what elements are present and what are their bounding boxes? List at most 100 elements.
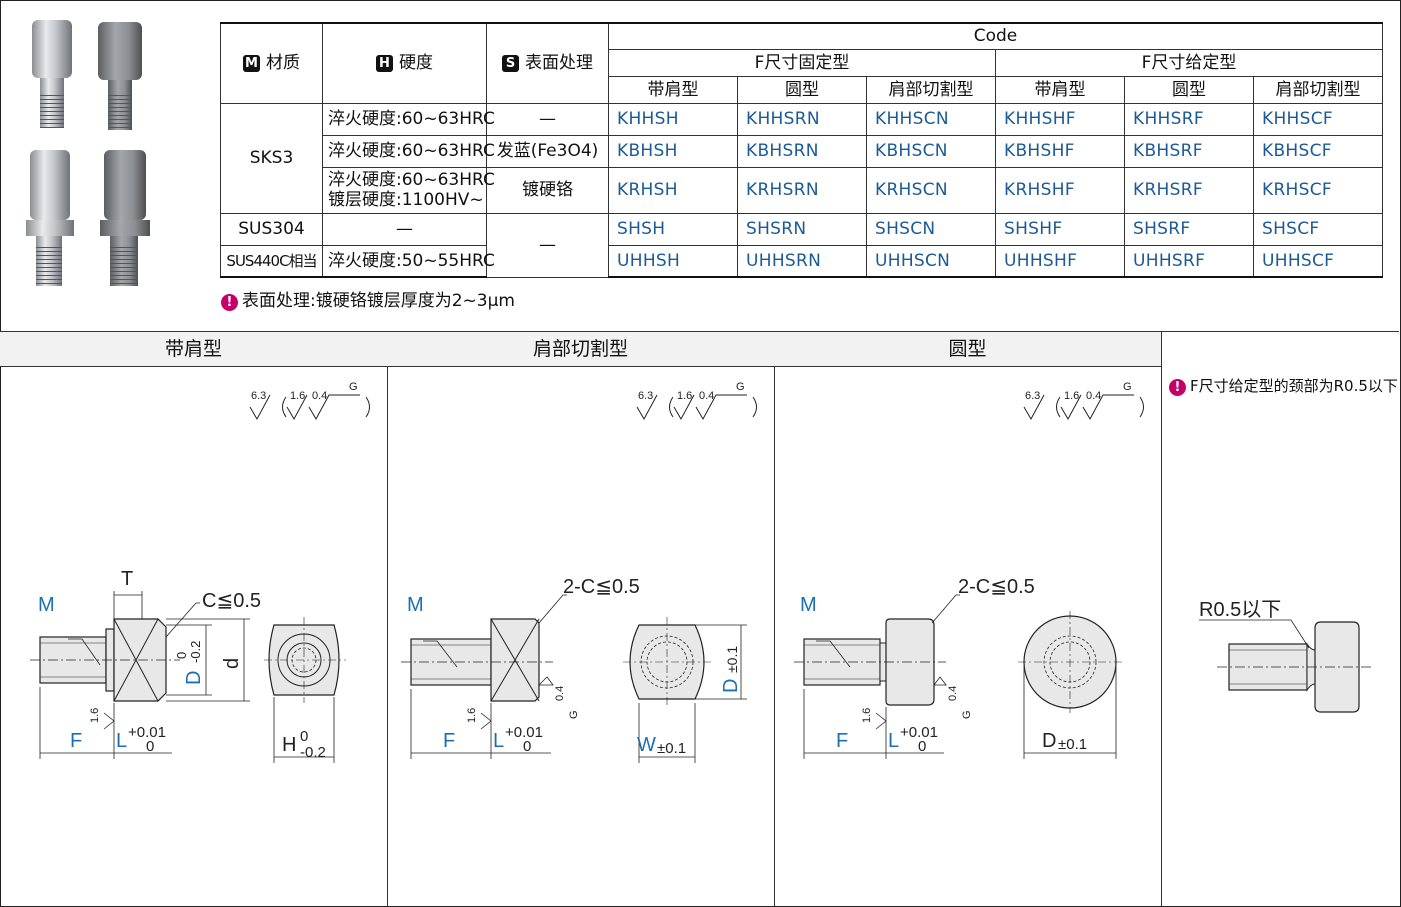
code-cell[interactable]: KHHSRN bbox=[737, 102, 867, 136]
panel-title: 圆型 bbox=[774, 332, 1161, 367]
header-type-cut: 肩部切割型 bbox=[866, 75, 996, 104]
code-cell[interactable]: UHHSRN bbox=[737, 244, 867, 278]
g-label: G bbox=[1123, 381, 1132, 393]
panel-shoulder: 带肩型 6.3 1.6 0.4 G bbox=[0, 331, 388, 906]
hardness-cell: 淬火硬度:60~63HRC bbox=[322, 102, 495, 136]
tol-plus: +0.01 bbox=[900, 724, 938, 741]
tol-zero: 0 bbox=[300, 728, 308, 745]
surface-badge-icon: S bbox=[502, 55, 519, 73]
warning-icon: ! bbox=[221, 294, 238, 311]
l-label: L bbox=[888, 730, 899, 752]
panel-neck: !F尺寸给定型的颈部为R0.5以下 R0.5以下 bbox=[1161, 331, 1399, 906]
hardness-cell: 淬火硬度:60~63HRC bbox=[322, 134, 495, 168]
treatment-cell: — bbox=[486, 102, 609, 136]
code-cell[interactable]: KBHSH bbox=[608, 134, 738, 168]
table-row: SKS3 淬火硬度:60~63HRC — KHHSH KHHSRN KHHSCN… bbox=[220, 102, 1383, 214]
code-cell[interactable]: UHHSHF bbox=[995, 244, 1125, 278]
roughness-6-3: 6.3 bbox=[1025, 390, 1040, 402]
code-cell[interactable]: KBHSRN bbox=[737, 134, 867, 168]
code-cell[interactable]: SHSRF bbox=[1124, 212, 1254, 246]
l-label: L bbox=[493, 730, 504, 752]
roughness-1-6: 1.6 bbox=[466, 708, 478, 723]
pin-photo-1 bbox=[32, 20, 72, 128]
neck-note: !F尺寸给定型的颈部为R0.5以下 bbox=[1169, 375, 1398, 396]
code-cell[interactable]: KRHSH bbox=[608, 166, 738, 214]
roughness-6-3: 6.3 bbox=[638, 390, 653, 402]
code-cell[interactable]: KRHSRN bbox=[737, 166, 867, 214]
code-cell[interactable]: KBHSHF bbox=[995, 134, 1125, 168]
table-row: 淬火硬度:60~63HRC 发蓝(Fe3O4) KBHSH KBHSRN KBH… bbox=[221, 134, 1383, 168]
roughness-0-4: 0.4 bbox=[947, 686, 959, 701]
d-upper-label: D bbox=[720, 679, 742, 693]
code-cell[interactable]: KHHSHF bbox=[995, 102, 1125, 136]
header-type-round: 圆型 bbox=[737, 75, 867, 104]
material-badge-icon: M bbox=[243, 55, 260, 73]
code-cell[interactable]: KRHSCF bbox=[1253, 166, 1383, 214]
g-label: G bbox=[961, 710, 973, 719]
pin-photo-4 bbox=[100, 150, 150, 286]
m-label: M bbox=[407, 594, 424, 616]
roughness-1-6: 1.6 bbox=[677, 390, 692, 402]
code-cell[interactable]: KHHSCF bbox=[1253, 102, 1383, 136]
code-cell[interactable]: SHSHF bbox=[995, 212, 1125, 246]
tol-minus: -0.2 bbox=[188, 641, 203, 663]
product-photo bbox=[26, 20, 150, 286]
table-row: SUS304 — — SHSH SHSRN SHSCN SHSHF SHSRF … bbox=[220, 212, 1383, 278]
code-cell[interactable]: UHHSCN bbox=[866, 244, 996, 278]
tol-minus: -0.2 bbox=[300, 744, 326, 761]
code-cell[interactable]: KRHSCN bbox=[866, 166, 996, 214]
warning-icon: ! bbox=[1169, 379, 1186, 396]
cut-pin-side bbox=[401, 618, 553, 702]
pin-photo-2 bbox=[98, 22, 142, 130]
code-cell[interactable]: UHHSH bbox=[608, 244, 738, 278]
code-cell[interactable]: SHSCN bbox=[866, 212, 996, 246]
code-cell[interactable]: UHHSRF bbox=[1124, 244, 1254, 278]
roughness-0-4: 0.4 bbox=[312, 390, 327, 402]
g-label: G bbox=[736, 381, 745, 393]
code-cell[interactable]: SHSH bbox=[608, 212, 738, 246]
code-cell[interactable]: UHHSCF bbox=[1253, 244, 1383, 278]
code-cell[interactable]: SHSCF bbox=[1253, 212, 1383, 246]
f-label: F bbox=[836, 730, 848, 752]
chamfer-label: 2-C≦0.5 bbox=[958, 576, 1035, 598]
round-pin-side bbox=[794, 618, 946, 706]
panel-title: 肩部切割型 bbox=[387, 332, 774, 367]
code-cell[interactable]: KBHSCN bbox=[866, 134, 996, 168]
tol-pm: ±0.1 bbox=[657, 740, 686, 757]
roughness-1-6: 1.6 bbox=[1064, 390, 1079, 402]
d-upper-label: D bbox=[183, 671, 205, 685]
material-cell: SUS440C相当 bbox=[220, 244, 323, 278]
header-type-shoulder: 带肩型 bbox=[608, 75, 738, 104]
code-cell[interactable]: KBHSRF bbox=[1124, 134, 1254, 168]
code-cell[interactable]: KHHSRF bbox=[1124, 102, 1254, 136]
m-label: M bbox=[800, 594, 817, 616]
tol-zero: 0 bbox=[174, 652, 189, 659]
panel-cut: 肩部切割型 6.3 1.6 0.4 G bbox=[387, 331, 775, 906]
hardness-cell: 淬火硬度:50~55HRC bbox=[322, 244, 495, 278]
l-label: L bbox=[116, 730, 127, 752]
t-label: T bbox=[121, 568, 133, 590]
code-cell[interactable]: SHSRN bbox=[737, 212, 867, 246]
hardness-cell: — bbox=[322, 212, 487, 246]
code-cell[interactable]: KRHSHF bbox=[995, 166, 1125, 214]
roughness-0-4: 0.4 bbox=[554, 686, 566, 701]
code-cell[interactable]: KBHSCF bbox=[1253, 134, 1383, 168]
code-cell[interactable]: KRHSRF bbox=[1124, 166, 1254, 214]
shoulder-drawing: 6.3 1.6 0.4 G bbox=[30, 381, 370, 763]
panel-round: 圆型 6.3 1.6 0.4 G bbox=[774, 331, 1162, 906]
code-cell[interactable]: KHHSCN bbox=[866, 102, 996, 136]
surface-note: !表面处理:镀硬铬镀层厚度为2~3μm bbox=[221, 286, 515, 311]
material-cell: SUS304 bbox=[220, 212, 323, 246]
f-label: F bbox=[70, 730, 82, 752]
code-cell[interactable]: KHHSH bbox=[608, 102, 738, 136]
w-label: W bbox=[637, 734, 656, 756]
header-type-round-2: 圆型 bbox=[1124, 75, 1254, 104]
header-group-fixed: F尺寸固定型 bbox=[608, 48, 996, 77]
f-label: F bbox=[443, 730, 455, 752]
g-label: G bbox=[568, 710, 580, 719]
m-label: M bbox=[38, 594, 55, 616]
d-lower-label: d bbox=[221, 658, 243, 669]
